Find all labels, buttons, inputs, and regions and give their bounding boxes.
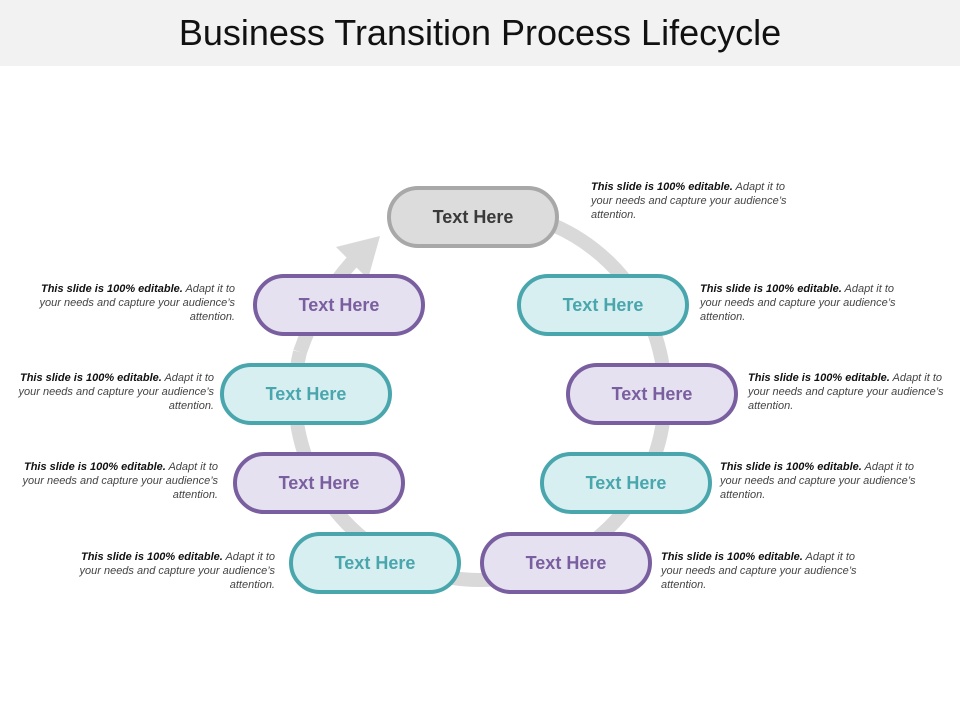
- step-desc-9-bold: This slide is 100% editable.: [40, 283, 183, 295]
- step-pill-8[interactable]: Text Here: [220, 363, 392, 425]
- step-desc-6-bold: This slide is 100% editable.: [80, 551, 223, 563]
- ring-arrow-head: [336, 236, 380, 279]
- step-desc-2: This slide is 100% editable. Adapt it to…: [700, 282, 900, 324]
- step-pill-6[interactable]: Text Here: [289, 532, 461, 594]
- step-desc-3-text: Adapt it to your needs and capture your …: [748, 372, 944, 412]
- step-pill-3[interactable]: Text Here: [566, 363, 738, 425]
- step-pill-2[interactable]: Text Here: [517, 274, 689, 336]
- step-desc-1-bold: This slide is 100% editable.: [591, 181, 733, 193]
- step-desc-7: This slide is 100% editable. Adapt it to…: [18, 460, 219, 502]
- step-desc-6: This slide is 100% editable. Adapt it to…: [75, 550, 276, 592]
- step-desc-8-text: Adapt it to your needs and capture your …: [18, 372, 215, 412]
- step-desc-4-text: Adapt it to your needs and capture your …: [720, 461, 916, 501]
- step-pill-7[interactable]: Text Here: [233, 452, 405, 514]
- step-desc-4: This slide is 100% editable. Adapt it to…: [720, 460, 920, 502]
- step-desc-8-bold: This slide is 100% editable.: [19, 372, 162, 384]
- step-desc-3: This slide is 100% editable. Adapt it to…: [748, 371, 948, 413]
- step-desc-5-text: Adapt it to your needs and capture your …: [661, 551, 857, 591]
- title-bar: [0, 0, 960, 66]
- step-desc-1: This slide is 100% editable. Adapt it to…: [591, 180, 791, 222]
- step-desc-2-bold: This slide is 100% editable.: [700, 283, 842, 295]
- step-desc-1-text: Adapt it to your needs and capture your …: [591, 181, 787, 221]
- step-pill-5[interactable]: Text Here: [480, 532, 652, 594]
- step-desc-8: This slide is 100% editable. Adapt it to…: [14, 371, 215, 413]
- step-pill-1[interactable]: Text Here: [387, 186, 559, 248]
- step-desc-3-bold: This slide is 100% editable.: [748, 372, 890, 384]
- step-desc-9-text: Adapt it to your needs and capture your …: [39, 283, 236, 323]
- step-desc-6-text: Adapt it to your needs and capture your …: [79, 551, 276, 591]
- step-desc-9: This slide is 100% editable. Adapt it to…: [35, 282, 236, 324]
- step-desc-4-bold: This slide is 100% editable.: [720, 461, 862, 473]
- step-desc-2-text: Adapt it to your needs and capture your …: [700, 283, 896, 323]
- step-desc-5: This slide is 100% editable. Adapt it to…: [661, 550, 861, 592]
- step-pill-4[interactable]: Text Here: [540, 452, 712, 514]
- step-desc-7-text: Adapt it to your needs and capture your …: [22, 461, 219, 501]
- step-desc-5-bold: This slide is 100% editable.: [661, 551, 803, 563]
- step-desc-7-bold: This slide is 100% editable.: [23, 461, 166, 473]
- step-pill-9[interactable]: Text Here: [253, 274, 425, 336]
- slide-title: Business Transition Process Lifecycle: [178, 12, 782, 53]
